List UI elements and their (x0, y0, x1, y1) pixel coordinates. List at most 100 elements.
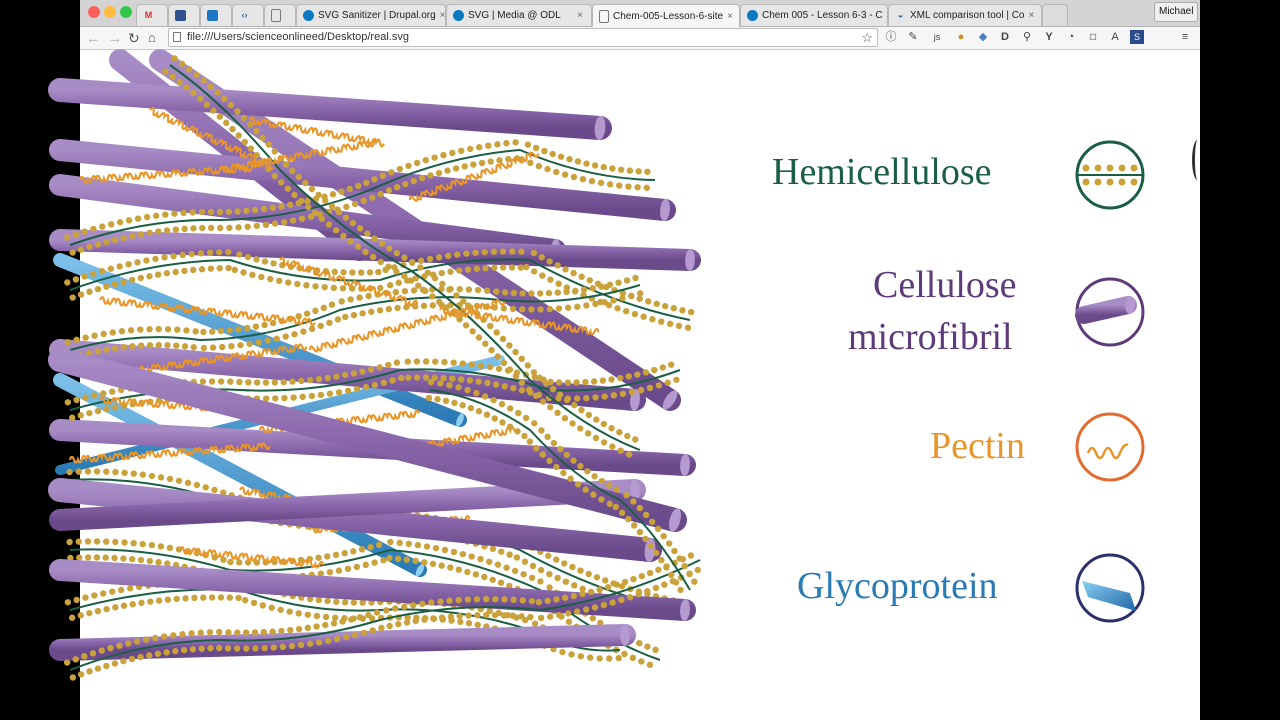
legend-cellulose-label-line2: microfibril (848, 316, 1013, 358)
drupal-icon (453, 10, 464, 21)
drupal-icon (303, 10, 314, 21)
profile-button[interactable]: Michael (1154, 2, 1199, 22)
pectin-strand (68, 442, 271, 464)
blue-square-icon (207, 10, 218, 21)
cellulose-rod-cap (620, 624, 630, 646)
tab-svg-sanitizer[interactable]: SVG Sanitizer | Drupal.org × (296, 4, 446, 26)
cellulose-rod-cap (685, 249, 695, 271)
forward-button[interactable]: → (108, 30, 122, 46)
cellulose-rod (49, 229, 701, 271)
glycoprotein-icon (1075, 553, 1145, 623)
legend-cellulose-label-line1: Cellulose (873, 264, 1017, 306)
info-icon[interactable]: ⓘ (885, 31, 897, 43)
drupal-icon (747, 10, 758, 21)
cellulose-rod (49, 174, 566, 261)
tag-icon[interactable]: ◆ (978, 31, 988, 43)
tab-chem-lesson-6-3[interactable]: Chem 005 - Lesson 6-3 - C × (740, 4, 892, 26)
back-button[interactable]: ← (86, 30, 100, 46)
pectin-strand (249, 116, 385, 148)
pectin-strand (149, 106, 275, 171)
magnifier-icon[interactable]: ⚲ (1022, 31, 1032, 43)
cellulose-rod (48, 478, 662, 562)
close-window-button[interactable] (88, 6, 100, 18)
tab-blue[interactable] (200, 4, 232, 26)
pectin-icon (1075, 412, 1145, 482)
close-tab-icon[interactable]: × (439, 10, 446, 21)
screen-border (1200, 0, 1280, 720)
legend-glycoprotein-label: Glycoprotein (797, 565, 998, 607)
zoom-window-button[interactable] (120, 6, 132, 18)
eyedropper-icon[interactable]: ✎ (908, 31, 918, 43)
cellulose-rod-cap (662, 390, 678, 410)
offscreen-icon-fragment (1192, 140, 1203, 180)
new-tab-button[interactable] (1042, 4, 1068, 26)
svg-page: Hemicellulose Cellulose microfibril Pect… (48, 49, 1203, 720)
cellulose-rod (48, 78, 612, 140)
hemicellulose-strand (69, 548, 661, 661)
y-extension-icon[interactable]: Y (1045, 31, 1053, 43)
tab-svg-media[interactable]: SVG | Media @ ODL × (446, 4, 592, 26)
bookmark-star-icon[interactable]: ☆ (861, 30, 873, 45)
pectin-strand (138, 343, 308, 374)
pectin-strand (279, 256, 419, 307)
glycoprotein-rod-cap (456, 413, 464, 427)
cellulose-rod (49, 624, 636, 661)
tab-page[interactable] (264, 4, 296, 26)
js-icon[interactable]: js (933, 32, 941, 42)
a-shield-icon[interactable]: A (1111, 31, 1119, 43)
hemicellulose-strand (69, 148, 656, 246)
d-extension-icon[interactable]: D (1001, 31, 1009, 43)
url-text: file:///Users/scienceonlineed/Desktop/re… (187, 31, 409, 43)
pectin-strand (439, 306, 600, 336)
home-button[interactable]: ⌂ (148, 30, 156, 45)
hemicellulose-strand (429, 389, 691, 591)
cellulose-rod-cap (594, 116, 606, 140)
plant-cell-wall-illustration (48, 49, 701, 681)
s-extension-icon[interactable]: S (1130, 30, 1144, 44)
close-tab-icon[interactable]: × (577, 10, 583, 21)
glycoprotein-rod (53, 373, 427, 577)
pectin-strand (78, 163, 257, 184)
minimize-window-button[interactable] (104, 6, 116, 18)
cellulose-rod (49, 139, 676, 221)
pectin-strand (218, 138, 379, 174)
globe-icon: ◒ (897, 10, 904, 20)
tab-strip: M ‹› SVG Sanitizer | Drupal.org × SVG | … (80, 0, 1200, 27)
hemicellulose-strand (69, 559, 701, 671)
cellulose-rod-cap (680, 599, 690, 621)
hemicellulose-strand (69, 284, 641, 351)
camera-icon[interactable]: ◘ (1089, 31, 1097, 43)
page-icon (271, 9, 281, 22)
cellulose-rod-cap (680, 454, 690, 476)
app-icon (175, 10, 186, 21)
hemicellulose-icon (1075, 140, 1145, 210)
glycoprotein-rod-cap (415, 563, 425, 577)
menu-icon[interactable]: ≡ (1181, 31, 1189, 43)
page-icon (599, 9, 609, 23)
legend-hemicellulose-label: Hemicellulose (772, 151, 992, 193)
toolbar: ← → ↻ ⌂ file:///Users/scienceonlineed/De… (80, 27, 1200, 50)
reload-button[interactable]: ↻ (128, 30, 140, 46)
cookie-icon[interactable]: ● (957, 31, 965, 43)
tab-gmail[interactable]: M (136, 4, 168, 26)
browser-window: M ‹› SVG Sanitizer | Drupal.org × SVG | … (48, 0, 1203, 720)
close-tab-icon[interactable]: × (727, 10, 733, 22)
legend-pectin-label: Pectin (930, 425, 1025, 467)
page-icon (173, 32, 181, 42)
pectin-strand (178, 546, 325, 569)
legend-icons (1075, 140, 1145, 623)
pectin-strand (98, 296, 316, 327)
cellulose-microfibril-icon (1075, 277, 1145, 347)
profile-name: Michael (1159, 6, 1194, 17)
tab-app[interactable] (168, 4, 200, 26)
tab-chem-lesson-site[interactable]: Chem-005-Lesson-6-site × (592, 4, 740, 27)
pectin-strand (408, 151, 539, 202)
speedometer-icon[interactable]: ◔ (1067, 31, 1075, 43)
address-bar[interactable]: file:///Users/scienceonlineed/Desktop/re… (168, 28, 878, 47)
code-icon: ‹› (241, 10, 248, 20)
tab-code[interactable]: ‹› (232, 4, 264, 26)
hemicellulose-strand (169, 64, 641, 451)
cellulose-rod-cap (660, 199, 670, 221)
tab-xml-comparison[interactable]: ◒ XML comparison tool | Co × (888, 4, 1042, 26)
close-tab-icon[interactable]: × (1028, 10, 1035, 21)
